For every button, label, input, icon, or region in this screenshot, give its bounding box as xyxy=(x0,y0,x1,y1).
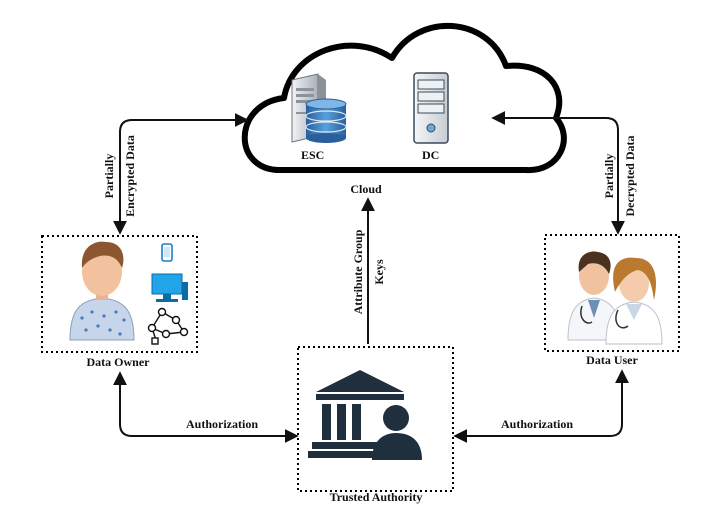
data-user-node xyxy=(544,234,680,352)
authority-owner-arrow xyxy=(113,371,299,443)
owner-cloud-label-line1: Partially xyxy=(102,154,116,199)
network-graph-icon xyxy=(147,307,189,345)
trusted-authority-label: Trusted Authority xyxy=(330,490,423,504)
doctors-icon xyxy=(567,251,663,345)
cloud-user-label-line1: Partially xyxy=(602,154,616,199)
cloud-user-arrow xyxy=(491,111,625,235)
authority-user-label: Authorization xyxy=(501,417,573,431)
dc-label: DC xyxy=(422,148,439,162)
cloud-label: Cloud xyxy=(350,182,382,196)
authority-cloud-label-line2: Keys xyxy=(372,259,386,285)
owner-cloud-label-line2: Encrypted Data xyxy=(123,135,137,217)
patient-icon xyxy=(69,241,135,341)
server-tower-icon xyxy=(413,72,449,144)
authority-owner-label: Authorization xyxy=(186,417,258,431)
esc-label: ESC xyxy=(301,148,324,162)
cloud-node: ESC DC xyxy=(241,23,567,174)
owner-cloud-arrow xyxy=(113,113,249,235)
authority-user-arrow xyxy=(453,369,629,443)
server-database-icon xyxy=(291,73,347,143)
data-owner-label: Data Owner xyxy=(87,355,151,369)
cloud-user-label-line2: Decrypted Data xyxy=(623,136,637,217)
data-owner-node xyxy=(41,235,198,353)
trusted-authority-box xyxy=(297,346,454,492)
authority-cloud-label-line1: Attribute Group xyxy=(351,229,365,314)
connectors xyxy=(113,111,629,443)
trusted-authority-node xyxy=(297,346,454,492)
phone-icon xyxy=(161,243,173,262)
computer-icon xyxy=(151,273,188,302)
authority-building-icon xyxy=(308,370,422,460)
data-user-box xyxy=(544,234,680,352)
data-user-label: Data User xyxy=(586,353,638,367)
